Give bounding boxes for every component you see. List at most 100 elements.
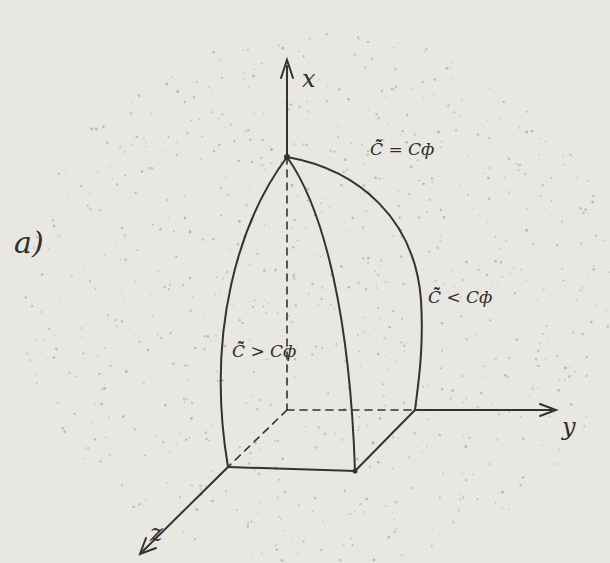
middle-curve [287, 157, 355, 471]
speckle-dot [115, 325, 117, 327]
speckle-dot [89, 193, 90, 194]
speckle-dot [165, 151, 167, 153]
speckle-dot [525, 272, 526, 273]
x-axis [286, 66, 288, 157]
speckle-dot [441, 349, 443, 351]
speckle-dot [357, 334, 359, 336]
speckle-dot [439, 146, 441, 148]
speckle-dot [105, 437, 107, 439]
speckle-dot [126, 379, 127, 380]
speckle-dot [321, 298, 323, 300]
speckle-dot [330, 304, 332, 306]
speckle-dot [321, 211, 323, 213]
speckle-dot [291, 321, 293, 323]
speckle-dot [106, 142, 108, 144]
speckle-dot [467, 194, 469, 196]
speckle-dot [408, 284, 409, 285]
speckle-dot [449, 122, 450, 123]
speckle-dot [367, 262, 369, 264]
speckle-dot [218, 144, 220, 146]
speckle-dot [377, 274, 379, 276]
speckle-dot [161, 337, 162, 338]
speckle-dot [282, 102, 283, 103]
speckle-dot [243, 72, 245, 74]
speckle-dot [443, 216, 445, 218]
speckle-dot [559, 421, 561, 423]
speckle-dot [83, 266, 84, 267]
speckle-dot [180, 511, 181, 512]
speckle-dot [492, 403, 493, 404]
speckle-dot [285, 363, 286, 364]
speckle-dot [489, 319, 491, 321]
speckle-dot [222, 278, 224, 280]
speckle-dot [324, 433, 326, 435]
speckle-dot [324, 409, 326, 411]
speckle-dot [66, 235, 67, 236]
speckle-dot [207, 335, 210, 338]
speckle-dot [191, 402, 193, 404]
speckle-dot [215, 341, 216, 342]
speckle-dot [335, 346, 336, 347]
speckle-dot [462, 279, 464, 281]
speckle-dot [396, 360, 398, 362]
speckle-dot [401, 236, 402, 237]
speckle-dot [459, 498, 461, 500]
speckle-dot [190, 120, 192, 122]
speckle-dot [270, 148, 273, 151]
speckle-dot [462, 375, 464, 377]
speckle-dot [480, 240, 481, 241]
speckle-dot [320, 203, 322, 205]
speckle-dot [531, 130, 534, 133]
speckle-dot [520, 416, 522, 418]
speckle-dot [136, 249, 138, 251]
speckle-dot [377, 117, 379, 119]
speckle-dot [384, 405, 386, 407]
speckle-dot [269, 146, 270, 147]
speckle-dot [151, 167, 154, 170]
speckle-dot [522, 476, 524, 478]
speckle-dot [104, 384, 105, 385]
speckle-dot [315, 345, 317, 347]
speckle-dot [213, 150, 215, 152]
speckle-dot [526, 208, 529, 211]
speckle-dot [459, 334, 460, 335]
speckle-dot [500, 248, 502, 250]
speckle-dot [238, 220, 241, 223]
speckle-dot [587, 180, 589, 182]
speckle-dot [525, 131, 528, 134]
speckle-dot [502, 158, 503, 159]
speckle-dot [399, 42, 400, 43]
speckle-dot [513, 267, 515, 269]
speckle-dot [109, 165, 111, 167]
speckle-dot [498, 492, 499, 493]
speckle-dot [307, 110, 309, 112]
speckle-dot [251, 553, 253, 555]
speckle-dot [489, 242, 490, 243]
speckle-dot [270, 404, 272, 406]
speckle-dot [431, 545, 433, 547]
speckle-dot [474, 220, 475, 221]
speckle-dot [520, 269, 522, 271]
speckle-dot [522, 437, 524, 439]
speckle-dot [215, 335, 217, 337]
speckle-dot [184, 364, 186, 366]
speckle-dot [488, 137, 490, 139]
speckle-dot [368, 109, 369, 110]
speckle-dot [467, 155, 468, 156]
speckle-dot [462, 434, 464, 436]
speckle-dot [488, 197, 491, 200]
speckle-dot [417, 446, 419, 448]
speckle-dot [57, 236, 59, 238]
speckle-dot [305, 119, 307, 121]
speckle-dot [259, 448, 261, 450]
speckle-dot [276, 440, 279, 443]
speckle-dot [297, 239, 299, 241]
speckle-dot [298, 106, 300, 108]
speckle-dot [418, 216, 421, 219]
speckle-dot [403, 402, 405, 404]
x-arrowhead [281, 60, 293, 78]
speckle-dot [432, 444, 433, 445]
speckle-dot [169, 332, 172, 335]
speckle-dot [351, 142, 353, 144]
speckle-dot [166, 482, 168, 484]
